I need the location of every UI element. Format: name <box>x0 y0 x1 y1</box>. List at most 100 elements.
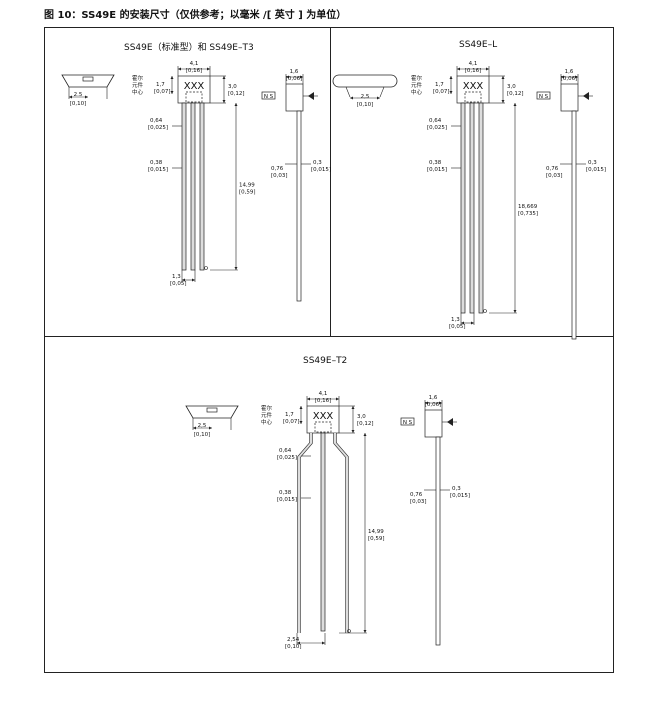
hall-label: 霍尔 <box>132 74 144 82</box>
lead-thick-label: 0,38 <box>150 160 163 166</box>
panel-divider-horizontal <box>44 336 614 337</box>
lead-width-label: 0,64 <box>279 448 292 454</box>
lead-length-label: 18,669 <box>518 204 538 210</box>
arrow-head <box>471 321 474 325</box>
lead-1 <box>181 102 187 271</box>
pitch-inch-label: [0,10] <box>285 644 302 650</box>
standard-panel-title: SS49E（标准型）和 SS49E–T3 <box>124 43 254 53</box>
arrow-head <box>69 95 72 99</box>
side-lead-b-inch-label: [0,015] <box>311 167 331 173</box>
ns-box <box>261 91 276 100</box>
side-width-inch-label: [0,06] <box>561 76 578 82</box>
t2-panel-title: SS49E–T2 <box>303 356 348 366</box>
lead-thick-label: 0,38 <box>279 490 292 496</box>
arrow-head <box>322 641 325 645</box>
lead-2 <box>320 432 326 632</box>
arrow-head <box>299 421 303 424</box>
arrow-head <box>299 406 303 409</box>
arrow-head <box>170 91 174 94</box>
arrow-head <box>234 267 238 270</box>
arrow-head <box>336 397 339 401</box>
side-width-inch-label: [0,06] <box>286 76 303 82</box>
arrow-head <box>425 401 428 405</box>
arrow-head <box>363 630 367 633</box>
pitch-label: 1,3 <box>172 274 181 280</box>
ext-line <box>345 86 351 98</box>
arrow-head <box>192 278 195 282</box>
arrow-head <box>461 321 464 325</box>
side-lead-b-inch-label: [0,015] <box>450 493 470 499</box>
arrow-head <box>234 103 238 106</box>
lead-width-label: 0,64 <box>429 118 442 124</box>
flux-arrow-head <box>447 418 453 426</box>
hall-dim-label: 1,7 <box>435 82 444 88</box>
lead-thick-inch-label: [0,015] <box>148 167 168 173</box>
side-lead <box>435 436 441 646</box>
ns-box <box>536 91 551 100</box>
body-width-label: 4,1 <box>469 61 478 67</box>
lead-length-inch-label: [0,59] <box>239 190 256 196</box>
arrow-head <box>297 641 300 645</box>
body-height-inch-label: [0,12] <box>507 91 524 97</box>
top-width-label: 2,5 <box>198 423 207 429</box>
pitch-inch-label: [0,05] <box>449 324 466 330</box>
arrow-head <box>286 75 289 79</box>
top-width-inch-label: [0,10] <box>194 432 211 438</box>
flux-arrow-head <box>583 92 589 100</box>
side-lead <box>571 110 577 340</box>
body-width-label: 4,1 <box>190 61 199 67</box>
lead-1 <box>297 433 313 633</box>
arrow-head <box>178 67 181 71</box>
side-lead-a-label: 0,76 <box>271 166 284 172</box>
flux-arrow-head <box>308 92 314 100</box>
lead-thick-label: 0,38 <box>429 160 442 166</box>
body-height-inch-label: [0,12] <box>228 91 245 97</box>
hall-label: 元件 <box>132 81 144 89</box>
arrow-head <box>449 76 453 79</box>
side-width-label: 1,6 <box>565 69 574 75</box>
hall-dim-inch-label: [0,07] <box>283 419 300 425</box>
pin-mark <box>483 309 487 313</box>
top-width-label: 2.5 <box>74 92 83 98</box>
hall-label: 霍尔 <box>261 404 273 412</box>
hall-dim-inch-label: [0,07] <box>154 89 171 95</box>
arrow-head <box>486 67 489 71</box>
side-lead-b-inch-label: [0,015] <box>586 167 606 173</box>
hall-label: 中心 <box>411 88 423 96</box>
side-lead-a-label: 0,76 <box>546 166 559 172</box>
hall-dim-label: 1,7 <box>156 82 165 88</box>
body-height-inch-label: [0,12] <box>357 421 374 427</box>
arrow-head <box>300 75 303 79</box>
side-lead <box>296 110 302 302</box>
pitch-inch-label: [0,05] <box>170 281 187 287</box>
package-marking: XXX <box>463 81 484 92</box>
pin-mark <box>204 266 208 270</box>
top-width-inch-label: [0,10] <box>357 102 374 108</box>
hall-element-box <box>185 91 203 103</box>
arrow-head <box>351 430 355 433</box>
top-width-label: 2,5 <box>361 94 370 100</box>
arrow-head <box>170 76 174 79</box>
lead-length-inch-label: [0,735] <box>518 211 538 217</box>
side-body <box>424 409 443 438</box>
body-width-inch-label: [0,16] <box>186 68 203 74</box>
arrow-head <box>501 76 505 79</box>
lead-length-label: 14,99 <box>239 183 255 189</box>
arrow-head <box>85 95 88 99</box>
hall-element-box <box>464 91 482 103</box>
long-panel-title: SS49E–L <box>459 40 498 50</box>
arrow-head <box>457 67 460 71</box>
lead-2 <box>190 102 196 271</box>
pitch-label: 2,54 <box>287 637 300 643</box>
hall-dim-inch-label: [0,07] <box>433 89 450 95</box>
body-height-label: 3,0 <box>357 414 366 420</box>
figure-caption: 图 10：SS49E 的安装尺寸（仅供参考；以毫米 /[ 英寸 ] 为单位） <box>44 10 347 21</box>
body-width-inch-label: [0,16] <box>465 68 482 74</box>
top-width-inch-label: [0,10] <box>70 101 87 107</box>
arrow-head <box>307 397 310 401</box>
side-width-label: 1,6 <box>429 395 438 401</box>
hall-element-box <box>314 421 332 433</box>
arrow-head <box>182 278 185 282</box>
ns-label: N S <box>403 420 413 426</box>
